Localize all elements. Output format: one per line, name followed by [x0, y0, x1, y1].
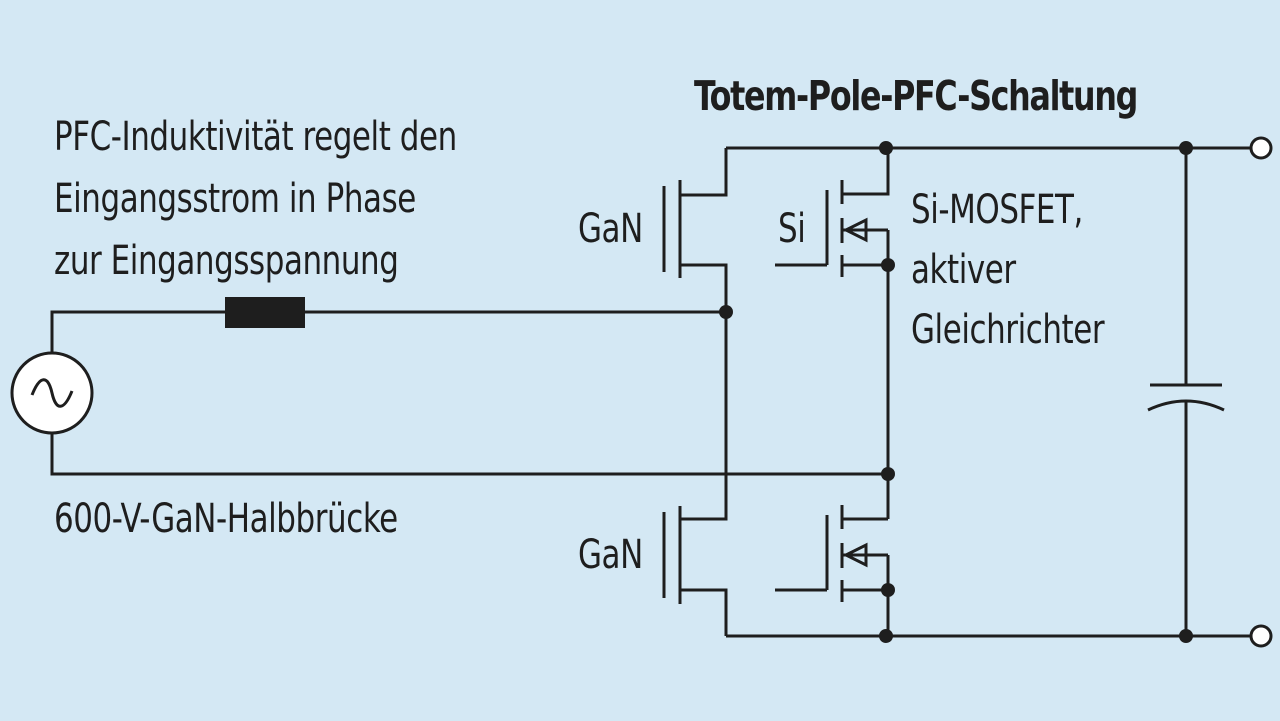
ac-source-symbol: [10, 351, 94, 435]
si-mosfet-note: Si-MOSFET, aktiver Gleichrichter: [911, 187, 1105, 353]
input-wiring: [50, 310, 888, 476]
gan-top-label: GaN: [578, 206, 643, 252]
gan-bottom-label: GaN: [578, 532, 643, 578]
si-mosfet-top: [775, 148, 890, 277]
halfbridge-label: 600-V-GaN-Halbbrücke: [54, 496, 398, 542]
si-label: Si: [778, 206, 806, 252]
gan-transistor-top: [662, 180, 728, 312]
gan-transistor-bottom: [662, 506, 728, 636]
output-capacitor-symbol: [1147, 148, 1225, 636]
dc-rails: [726, 146, 1251, 638]
output-terminals: [1249, 136, 1273, 648]
junction-dots: [719, 141, 1193, 643]
diagram-title: Totem-Pole-PFC-Schaltung: [694, 72, 1138, 120]
pfc-inductor-symbol: [225, 297, 305, 328]
si-mosfet-bottom: [775, 505, 890, 636]
inductor-note: PFC-Induktivität regelt den Eingangsstro…: [54, 114, 457, 284]
gan-halfbridge-leg: [662, 148, 728, 636]
